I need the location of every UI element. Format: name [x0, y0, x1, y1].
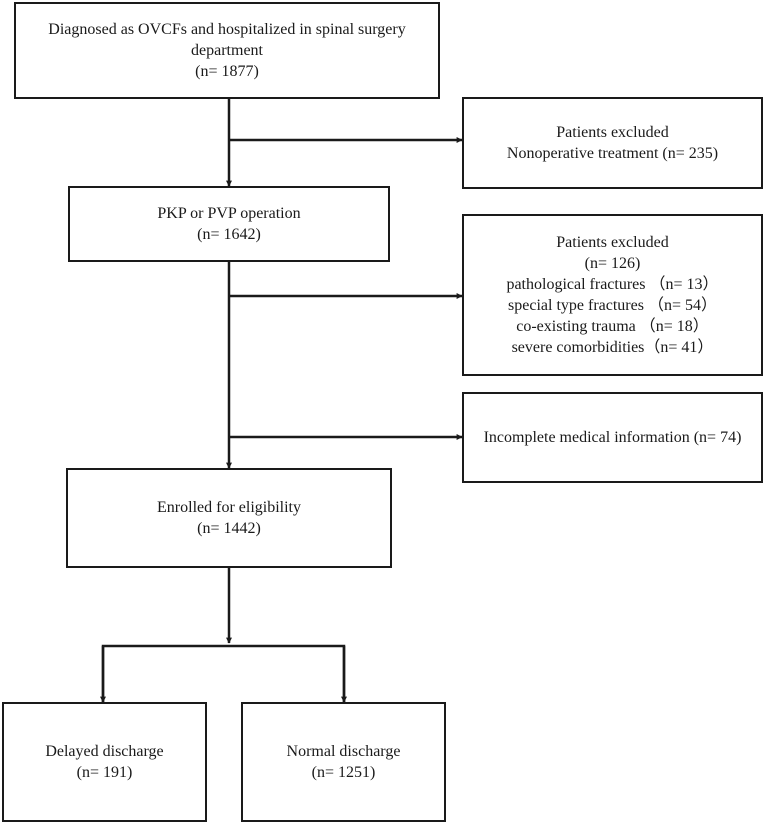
incomplete-info-box: Incomplete medical information (n= 74)	[462, 392, 763, 483]
delayed-discharge-count: (n= 191)	[76, 764, 133, 781]
diagnosed-box: Diagnosed as OVCFs and hospitalized in s…	[14, 2, 440, 99]
excluded-comorbidities: severe comorbidities（n= 41）	[511, 339, 714, 356]
excluded-trauma: co-existing trauma （n= 18）	[516, 318, 709, 335]
excluded-special-type: special type fractures （n= 54）	[508, 297, 717, 314]
excluded-details-title: Patients excluded	[556, 234, 669, 251]
excluded-nonoperative-title: Patients excluded	[556, 124, 669, 141]
diagnosed-count: (n= 1877)	[195, 63, 259, 80]
excluded-nonoperative-reason: Nonoperative treatment (n= 235)	[506, 145, 719, 162]
normal-discharge-label: Normal discharge	[286, 743, 401, 760]
operation-box: PKP or PVP operation (n= 1642)	[68, 186, 390, 262]
excluded-pathological: pathological fractures （n= 13）	[506, 276, 719, 293]
excluded-nonoperative-box: Patients excluded Nonoperative treatment…	[462, 97, 763, 189]
diagnosed-label: Diagnosed as OVCFs and hospitalized in s…	[48, 21, 406, 59]
operation-label: PKP or PVP operation	[157, 205, 301, 222]
incomplete-info-label: Incomplete medical information (n= 74)	[483, 429, 742, 446]
operation-count: (n= 1642)	[197, 226, 261, 243]
normal-discharge-count: (n= 1251)	[311, 764, 376, 781]
excluded-details-box: Patients excluded (n= 126) pathological …	[462, 214, 763, 376]
delayed-discharge-box: Delayed discharge (n= 191)	[2, 702, 207, 822]
delayed-discharge-label: Delayed discharge	[45, 743, 164, 760]
enrolled-box: Enrolled for eligibility (n= 1442)	[66, 468, 392, 568]
normal-discharge-box: Normal discharge (n= 1251)	[241, 702, 446, 822]
enrolled-label: Enrolled for eligibility	[157, 499, 301, 516]
excluded-details-count: (n= 126)	[584, 255, 641, 272]
connector-split	[101, 644, 346, 702]
enrolled-count: (n= 1442)	[197, 520, 261, 537]
